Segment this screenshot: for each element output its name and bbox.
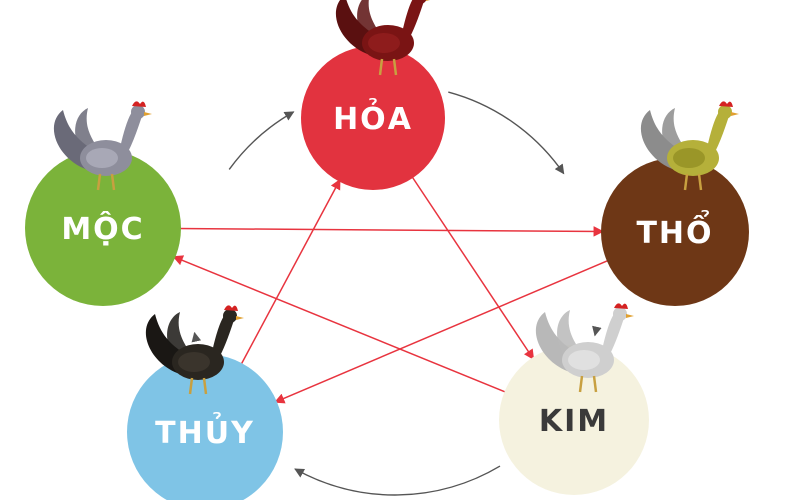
rooster-head <box>131 105 145 119</box>
generating-arrow-tho-to-kim <box>592 325 602 337</box>
generating-arrow-thuy-to-moc <box>191 331 202 343</box>
rooster-comb <box>719 101 733 107</box>
rooster-wing <box>673 148 705 168</box>
overcoming-arrow-kim-to-moc <box>172 255 509 394</box>
rooster-neck <box>707 112 729 152</box>
rooster-head <box>223 309 237 323</box>
rooster-tho <box>640 101 739 191</box>
rooster-beak <box>731 112 739 116</box>
node-label-tho: THỔ <box>636 209 713 251</box>
rooster-leg <box>592 375 598 393</box>
node-thuy: THỦY <box>127 354 283 500</box>
node-hoa: HỎA <box>301 46 445 190</box>
rooster-neck <box>212 316 234 356</box>
rooster-thuy <box>145 305 244 395</box>
generating-arrow-moc-to-hoa <box>228 111 295 170</box>
node-circle-kim <box>499 345 649 495</box>
generating-cycle-arrows <box>191 91 602 496</box>
generating-arrow-kim-to-thuy <box>294 465 501 496</box>
rooster-leg <box>378 58 384 76</box>
rooster-leg <box>188 377 194 395</box>
rooster-hoa <box>335 0 430 76</box>
node-moc: MỘC <box>25 150 181 306</box>
rooster-leg <box>683 173 689 191</box>
rooster-beak <box>626 314 634 318</box>
rooster-head <box>718 105 732 119</box>
overcoming-arrow-tho-to-thuy <box>273 258 611 404</box>
node-label-hoa: HỎA <box>333 97 413 137</box>
overcoming-arrow-moc-to-tho <box>176 226 605 237</box>
rooster-wing <box>178 352 210 372</box>
rooster-leg <box>392 58 398 76</box>
overcoming-arrow-hoa-to-kim <box>410 174 535 361</box>
node-circle-moc <box>25 150 181 306</box>
rooster-leg <box>110 173 116 191</box>
rooster-wing <box>568 350 600 370</box>
rooster-neck <box>402 0 424 37</box>
rooster-leg <box>578 375 584 393</box>
rooster-neck <box>120 112 142 152</box>
node-label-thuy: THỦY <box>155 411 255 451</box>
rooster-comb <box>224 305 238 311</box>
generating-arrow-hoa-to-tho <box>448 91 565 175</box>
node-circle-tho <box>601 158 749 306</box>
rooster-neck <box>602 314 624 354</box>
overcoming-arrow-thuy-to-hoa <box>239 178 341 368</box>
rooster-beak <box>236 316 244 320</box>
rooster-head <box>613 307 627 321</box>
rooster-leg <box>697 173 703 191</box>
rooster-leg <box>202 377 208 395</box>
node-label-kim: KIM <box>539 404 609 439</box>
node-kim: KIM <box>499 345 649 495</box>
rooster-beak <box>426 0 430 1</box>
rooster-beak <box>144 112 152 116</box>
rooster-leg <box>96 173 102 191</box>
rooster-comb <box>614 303 628 309</box>
node-label-moc: MỘC <box>61 210 144 247</box>
rooster-comb <box>132 101 146 107</box>
rooster-moc <box>53 101 152 191</box>
rooster-kim <box>535 303 634 393</box>
rooster-wing <box>86 148 118 168</box>
rooster-wing <box>368 33 400 53</box>
rooster-head <box>413 0 427 4</box>
overcoming-cycle-arrows <box>172 174 611 404</box>
node-circle-thuy <box>127 354 283 500</box>
node-tho: THỔ <box>601 158 749 306</box>
node-circle-hoa <box>301 46 445 190</box>
